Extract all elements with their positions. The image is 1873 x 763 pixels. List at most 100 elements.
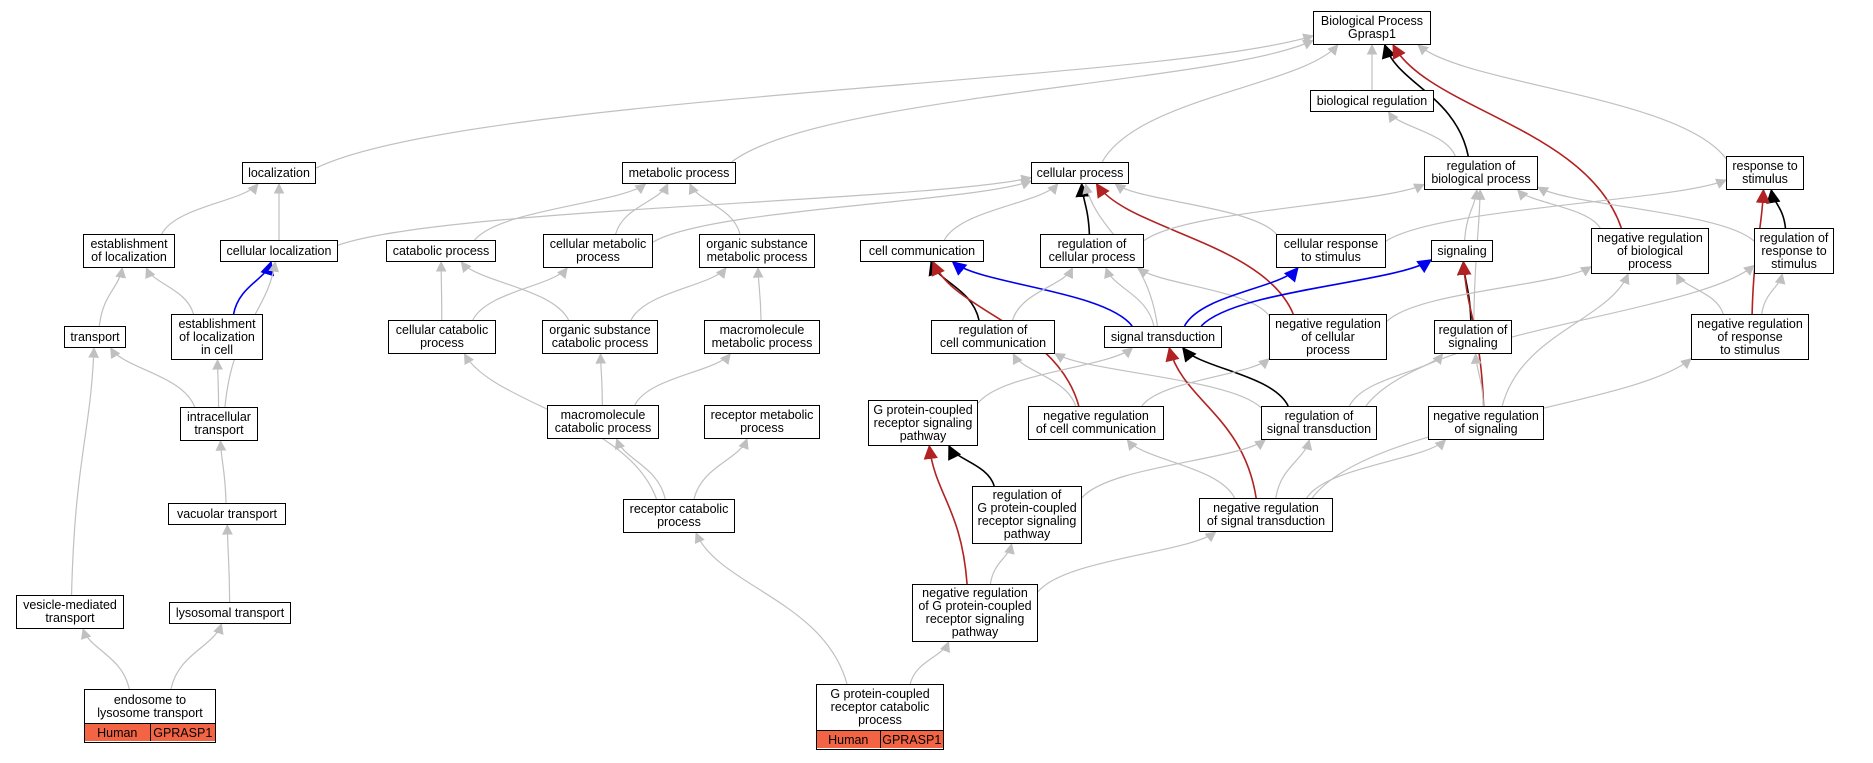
term-node-reg-sig-trans[interactable]: regulation of signal transduction (1261, 406, 1377, 440)
term-node-neg-reg-sig[interactable]: negative regulation of signaling (1428, 406, 1544, 440)
term-node-org-catab[interactable]: organic substance catabolic process (542, 320, 658, 354)
term-label: metabolic process (628, 165, 730, 180)
term-label: establishment of localization (90, 237, 168, 264)
term-label: catabolic process (392, 243, 490, 258)
edge-is-a (1101, 44, 1339, 163)
edge-is-a (1011, 267, 1073, 321)
term-node-lyso[interactable]: lysosomal transport (169, 602, 291, 624)
term-node-neg-reg-gpcr[interactable]: negative regulation of G protein-coupled… (912, 584, 1038, 642)
term-node-neg-reg-bio[interactable]: negative regulation of biological proces… (1591, 228, 1709, 274)
term-node-reg-bio[interactable]: regulation of biological process (1424, 156, 1538, 190)
term-label: negative regulation of biological proces… (1597, 230, 1703, 271)
edge-positively-regulates (1200, 259, 1433, 327)
edge-is-a (1537, 186, 1755, 242)
term-label: regulation of G protein-coupled receptor… (977, 488, 1077, 541)
edge-is-a (693, 437, 749, 500)
edge-is-a (1385, 178, 1727, 242)
term-label: transport (70, 329, 120, 344)
term-node-cell-catab[interactable]: cellular catabolic process (388, 320, 496, 354)
term-label: cellular metabolic process (549, 237, 647, 264)
term-node-macro-metab[interactable]: macromolecule metabolic process (704, 320, 820, 354)
edge-is-a (652, 179, 1033, 243)
edge-is-a (1037, 531, 1217, 593)
term-node-cell-metab[interactable]: cellular metabolic process (543, 234, 653, 268)
term-label: negative regulation of signal transducti… (1206, 501, 1326, 528)
edge-is-a (110, 347, 196, 408)
edge-negatively-regulates (923, 444, 968, 585)
term-node-neg-reg-resp[interactable]: negative regulation of response to stimu… (1691, 314, 1809, 360)
term-node-cell-comm[interactable]: cell communication (860, 240, 984, 262)
term-label: organic substance metabolic process (706, 237, 808, 264)
term-node-bio-reg[interactable]: biological regulation (1310, 90, 1434, 112)
edge-is-a (595, 352, 607, 406)
term-label: intracellular transport (187, 410, 251, 437)
edge-is-a (460, 261, 570, 321)
edge-part-of (1182, 346, 1289, 407)
term-node-resp-stim[interactable]: response to stimulus (1726, 156, 1804, 190)
term-label: negative regulation of signaling (1433, 409, 1539, 436)
edge-positively-regulates (232, 260, 275, 315)
edge-is-a (170, 622, 224, 690)
term-label: receptor catabolic process (629, 502, 729, 529)
term-node-cellular-process[interactable]: cellular process (1031, 162, 1129, 184)
term-node-neg-reg-cell[interactable]: negative regulation of cellular process (1269, 314, 1387, 360)
term-node-transport[interactable]: transport (64, 326, 126, 348)
edge-is-a (222, 523, 233, 603)
term-node-macro-catab[interactable]: macromolecule catabolic process (547, 405, 659, 439)
edge-is-a (1501, 273, 1630, 407)
edge-is-a (1386, 266, 1592, 322)
term-node-catabolic[interactable]: catabolic process (386, 240, 496, 262)
edge-is-a (1761, 272, 1786, 315)
edge-is-a (98, 266, 126, 327)
edge-is-a (1141, 358, 1270, 407)
term-label: regulation of signal transduction (1266, 409, 1372, 436)
term-label: cellular response to stimulus (1283, 237, 1379, 264)
term-node-cell-resp[interactable]: cellular response to stimulus (1276, 234, 1386, 268)
term-node-reg-cell[interactable]: regulation of cellular process (1040, 234, 1144, 268)
edge-part-of (948, 444, 995, 487)
term-node-cell-loc[interactable]: cellular localization (220, 240, 338, 262)
term-node-signaling[interactable]: signaling (1431, 240, 1493, 262)
edge-is-a (688, 183, 741, 235)
term-label: regulation of cell communication (939, 323, 1047, 350)
edge-positively-regulates (951, 261, 1133, 327)
term-label: lysosomal transport (175, 605, 285, 620)
term-node-rec-metab[interactable]: receptor metabolic process (704, 405, 820, 439)
term-label: regulation of response to stimulus (1759, 230, 1829, 271)
term-node-gpcr-path[interactable]: G protein-coupled receptor signaling pat… (868, 400, 978, 446)
term-node-reg-resp[interactable]: regulation of response to stimulus (1754, 228, 1834, 274)
term-node-neg-reg-cell-comm[interactable]: negative regulation of cell communicatio… (1028, 406, 1164, 440)
term-node-localization[interactable]: localization (242, 162, 316, 184)
term-node-neg-reg-sig-trans[interactable]: negative regulation of signal transducti… (1199, 498, 1333, 532)
term-label: biological regulation (1316, 93, 1428, 108)
annotated-term-node-gpcr-catab[interactable]: G protein-coupled receptor catabolic pro… (816, 684, 944, 750)
term-node-est-loc[interactable]: establishment of localization (83, 234, 175, 268)
species-tag: Human (97, 725, 138, 740)
term-label: regulation of cellular process (1048, 237, 1136, 264)
term-node-vac-trans[interactable]: vacuolar transport (168, 503, 286, 525)
edge-is-a (1126, 439, 1236, 499)
edge-is-a (989, 542, 1015, 585)
edge-is-a (215, 439, 227, 504)
term-node-est-loc-cell[interactable]: establishment of localization in cell (171, 314, 263, 360)
term-node-metabolic[interactable]: metabolic process (622, 162, 736, 184)
term-label: cell communication (868, 243, 976, 258)
edge-is-a (615, 183, 669, 235)
edge-negatively-regulates (1095, 182, 1294, 315)
term-node-reg-cell-comm[interactable]: regulation of cell communication (931, 320, 1055, 354)
term-label: signaling (1437, 243, 1487, 258)
edge-is-a (1275, 438, 1313, 499)
edge-is-a (977, 347, 1134, 404)
root-gene: Gprasp1 (1348, 27, 1396, 41)
term-node-rec-catab[interactable]: receptor catabolic process (623, 499, 735, 533)
term-node-reg-gpcr[interactable]: regulation of G protein-coupled receptor… (972, 486, 1082, 544)
edge-negatively-regulates (1392, 43, 1623, 229)
term-node-reg-sig[interactable]: regulation of signaling (1434, 320, 1512, 354)
term-node-intra-trans[interactable]: intracellular transport (180, 407, 258, 441)
term-node-vesicle[interactable]: vesicle-mediated transport (16, 595, 124, 629)
term-node-org-metab[interactable]: organic substance metabolic process (699, 234, 815, 268)
term-node-sig-trans[interactable]: signal transduction (1104, 326, 1222, 348)
